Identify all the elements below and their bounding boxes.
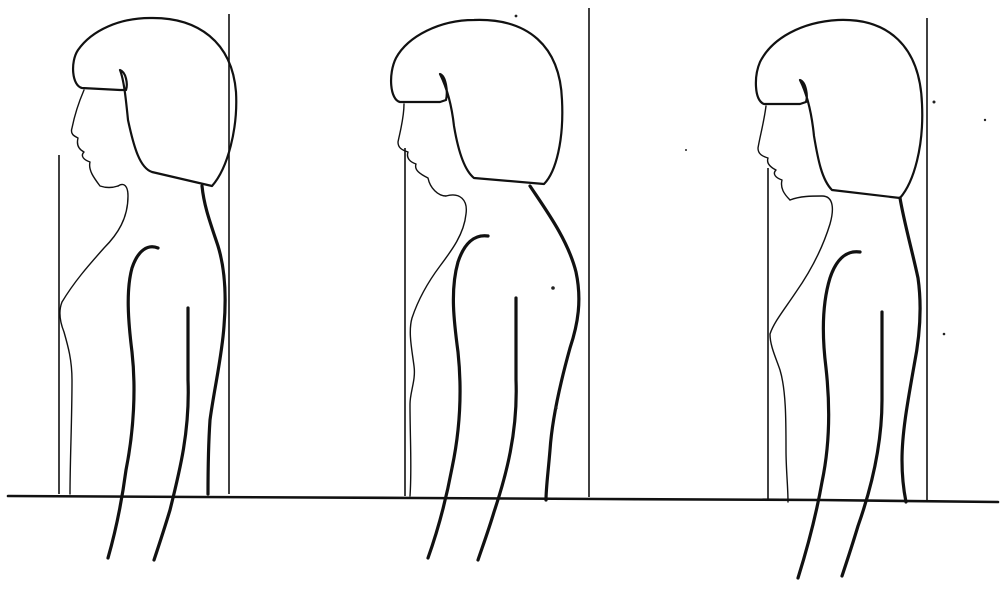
figure-1-back-profile: [202, 186, 225, 494]
figure-1-hair: [73, 18, 236, 186]
figure-2-arm-front: [478, 298, 516, 560]
figure-3-arm-front: [842, 312, 882, 576]
scan-speck: [984, 119, 986, 121]
figure-1-front-profile: [60, 184, 128, 494]
figure-2-speck: [554, 406, 557, 409]
scan-speck: [515, 15, 518, 18]
figure-2: [391, 8, 589, 560]
figure-1-arm-back: [108, 247, 158, 558]
figure-3-arm-back: [798, 252, 860, 578]
figure-2-arm-back: [428, 236, 488, 558]
scan-speck: [685, 149, 687, 151]
figure-2-hair: [391, 20, 562, 184]
figure-3-speck: [933, 101, 936, 104]
figure-3-speck: [943, 333, 946, 336]
figure-3: [756, 18, 945, 578]
figure-1: [59, 14, 236, 560]
figure-3-back-profile: [900, 198, 920, 502]
figure-1-face: [71, 90, 118, 188]
figure-3-face: [758, 106, 790, 200]
figure-2-speck: [551, 286, 555, 290]
ground-line: [8, 496, 998, 502]
figure-2-back-profile: [530, 186, 579, 500]
figure-1-arm-front: [154, 308, 188, 560]
figure-3-hair: [756, 20, 922, 198]
